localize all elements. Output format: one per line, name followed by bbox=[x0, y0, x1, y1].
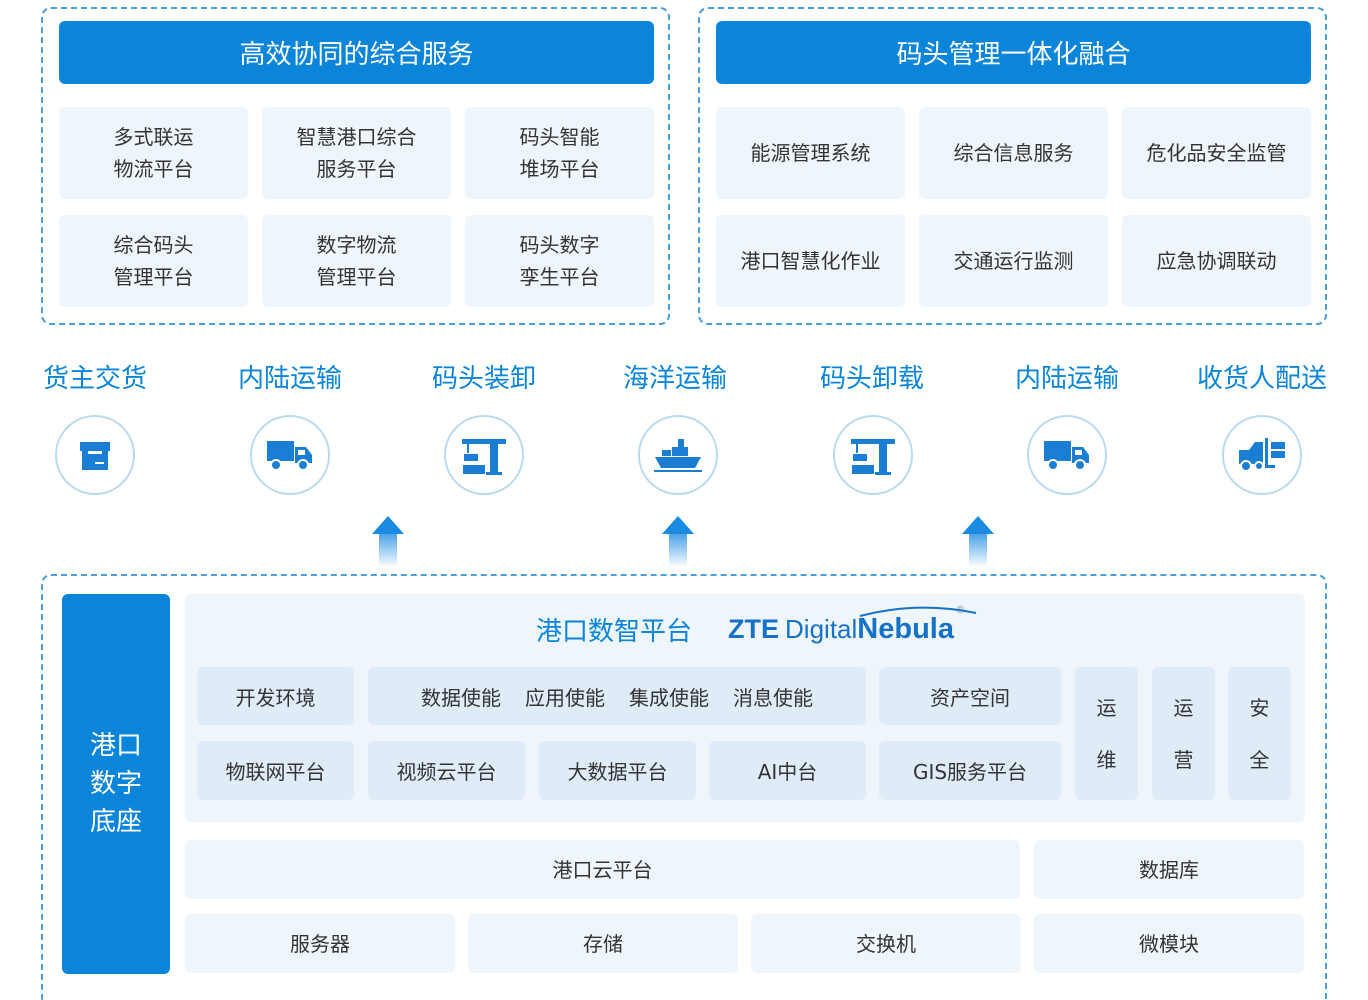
service-cell-smart-port: 智慧港口综合服务平台 bbox=[262, 107, 451, 199]
flow-label-unloading: 码头卸载 bbox=[819, 363, 924, 394]
dev-environment-cell: 开发环境 bbox=[197, 667, 354, 725]
service-cell-yard: 码头智能堆场平台 bbox=[465, 107, 654, 199]
port-cloud-platform: 港口云平台 bbox=[185, 840, 1020, 899]
integration-enabler: 集成使能 bbox=[629, 685, 709, 710]
platform-title: 港口数智平台 bbox=[536, 616, 693, 647]
mgmt-cell-energy: 能源管理系统 bbox=[716, 107, 905, 199]
service-cell-digital-twin: 码头数字孪生平台 bbox=[465, 215, 654, 307]
mgmt-cell-info-service: 综合信息服务 bbox=[919, 107, 1108, 199]
storage-cell: 存储 bbox=[468, 914, 738, 973]
ops-maintenance-cell: 运维 bbox=[1075, 667, 1138, 800]
forklift-icon bbox=[1222, 415, 1302, 495]
asset-space-cell: 资产空间 bbox=[879, 667, 1061, 725]
big-data-cell: 大数据平台 bbox=[539, 741, 696, 800]
database-cell: 数据库 bbox=[1034, 840, 1304, 899]
app-enabler: 应用使能 bbox=[525, 685, 605, 710]
integrated-services-title: 高效协同的综合服务 bbox=[59, 21, 654, 84]
ai-platform-cell: AI中台 bbox=[709, 741, 866, 800]
terminal-management-title: 码头管理一体化融合 bbox=[716, 21, 1311, 84]
truck-icon bbox=[250, 415, 330, 495]
crane-icon bbox=[444, 415, 524, 495]
mgmt-cell-hazmat: 危化品安全监管 bbox=[1122, 107, 1311, 199]
flow-label-loading: 码头装卸 bbox=[431, 363, 536, 394]
video-cloud-cell: 视频云平台 bbox=[368, 741, 525, 800]
flow-label-ocean: 海洋运输 bbox=[622, 363, 727, 394]
up-arrow-icon bbox=[662, 516, 694, 566]
data-enabler: 数据使能 bbox=[421, 685, 501, 710]
flow-label-consignee: 收货人配送 bbox=[1196, 363, 1327, 394]
up-arrow-icon bbox=[962, 516, 994, 566]
service-cell-terminal-mgmt: 综合码头管理平台 bbox=[59, 215, 248, 307]
enablers-cell: 数据使能 应用使能 集成使能 消息使能 bbox=[368, 667, 866, 725]
server-cell: 服务器 bbox=[185, 914, 455, 973]
service-cell-digital-logistics: 数字物流管理平台 bbox=[262, 215, 451, 307]
truck-icon bbox=[1027, 415, 1107, 495]
service-cell-multimodal: 多式联运物流平台 bbox=[59, 107, 248, 199]
platform-header: 港口数智平台 ZTE Digital Nebula ® bbox=[185, 603, 1305, 654]
flow-label-inland-2: 内陆运输 bbox=[1014, 363, 1119, 394]
mgmt-cell-traffic: 交通运行监测 bbox=[919, 215, 1108, 307]
operations-cell: 运营 bbox=[1152, 667, 1215, 800]
box-icon bbox=[55, 415, 135, 495]
micro-module-cell: 微模块 bbox=[1034, 914, 1304, 973]
flow-label-delivery: 货主交货 bbox=[42, 363, 147, 394]
iot-platform-cell: 物联网平台 bbox=[197, 741, 354, 800]
ship-icon bbox=[638, 415, 718, 495]
integrated-services-panel bbox=[41, 7, 670, 325]
zte-digital-nebula-logo: ZTE Digital Nebula ® bbox=[728, 603, 977, 646]
mgmt-cell-smart-ops: 港口智慧化作业 bbox=[716, 215, 905, 307]
switch-cell: 交换机 bbox=[751, 914, 1021, 973]
terminal-management-panel bbox=[698, 7, 1327, 325]
up-arrow-icon bbox=[372, 516, 404, 566]
gis-service-cell: GIS服务平台 bbox=[879, 741, 1061, 800]
crane-icon bbox=[833, 415, 913, 495]
security-cell: 安全 bbox=[1228, 667, 1291, 800]
digital-base-panel bbox=[41, 574, 1327, 1000]
port-digital-base-label: 港口 数字 底座 bbox=[62, 594, 170, 974]
flow-label-inland-1: 内陆运输 bbox=[237, 363, 342, 394]
mgmt-cell-emergency: 应急协调联动 bbox=[1122, 215, 1311, 307]
message-enabler: 消息使能 bbox=[733, 685, 813, 710]
